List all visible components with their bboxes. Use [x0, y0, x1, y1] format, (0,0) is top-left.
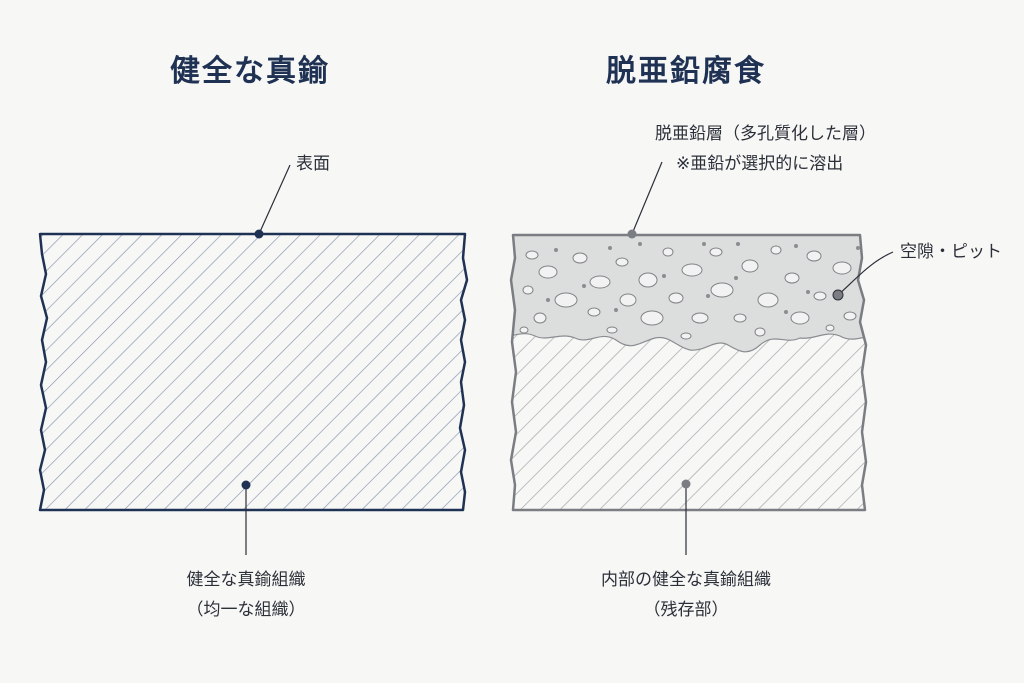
sound-structure-leader — [241, 480, 251, 555]
right-panel-title: 脱亜鉛腐食 — [606, 54, 766, 89]
left-panel-title: 健全な真鍮 — [170, 54, 330, 89]
sound-structure-label: 健全な真鍮組織 — [186, 570, 306, 590]
remaining-structure-label: 内部の健全な真鍮組織 — [601, 570, 771, 590]
pit-label: 空隙・ピット — [900, 242, 1002, 262]
surface-leader — [254, 164, 291, 239]
sound-structure-sublabel: （均一な組織） — [186, 600, 306, 620]
remaining-structure-sublabel: （残存部） — [643, 600, 729, 620]
dezincified-brass-block — [509, 233, 868, 512]
surface-label: 表面 — [296, 154, 330, 174]
remaining-structure-leader — [681, 479, 691, 555]
dezinc-layer-leader — [627, 161, 663, 239]
sound-brass-block — [38, 232, 469, 512]
dezinc-layer-note: ※亜鉛が選択的に溶出 — [676, 154, 844, 174]
dezinc-layer-label: 脱亜鉛層（多孔質化した層） — [655, 124, 876, 144]
pit-leader — [832, 251, 894, 301]
